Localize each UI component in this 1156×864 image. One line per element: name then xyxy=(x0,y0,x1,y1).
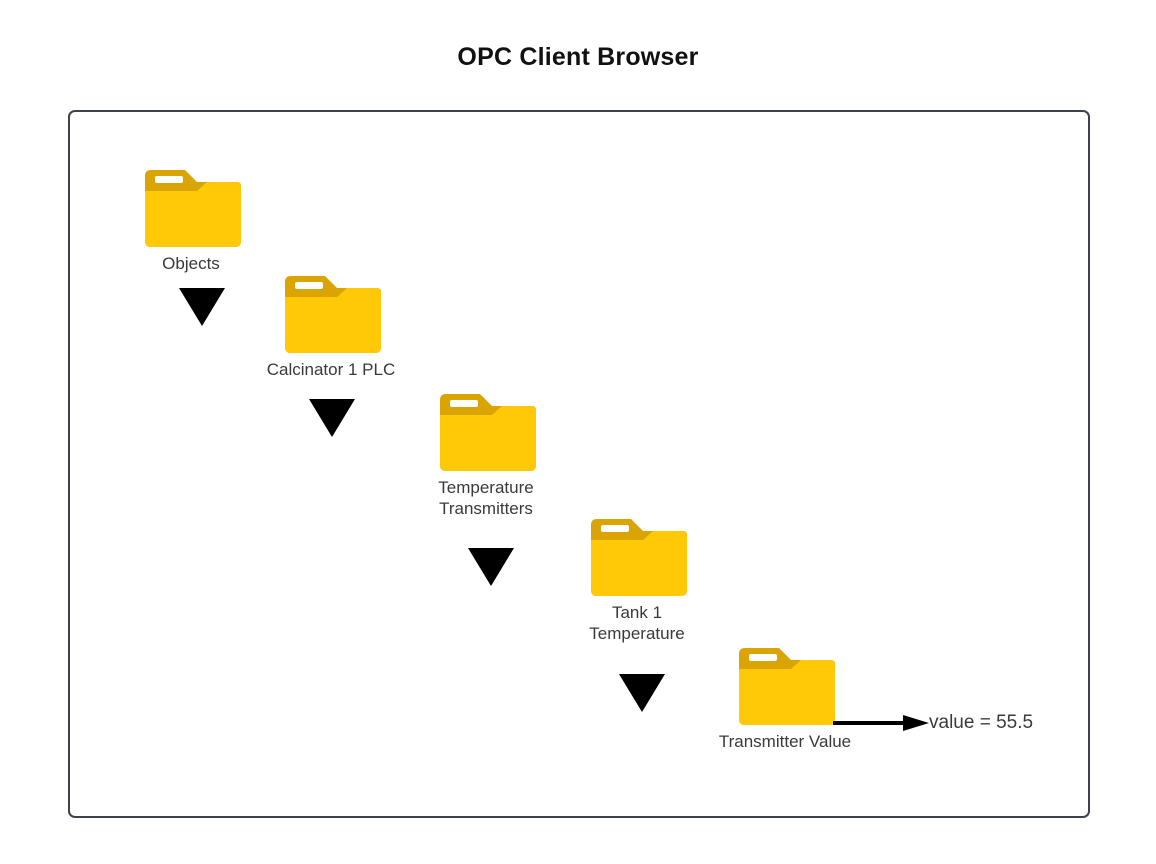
tree-node-label: Temperature Transmitters xyxy=(438,478,534,518)
folder-icon xyxy=(141,166,241,250)
triangle-down-icon xyxy=(468,548,514,586)
tree-node-objects[interactable]: Objects xyxy=(141,166,241,274)
tree-node-label: Objects xyxy=(162,254,220,273)
tree-node-temperature-transmitters[interactable]: Temperature Transmitters xyxy=(436,390,581,519)
diagram-frame: Objects Calcinator 1 PLC Temperature Tra… xyxy=(68,110,1090,818)
tree-node-calcinator-1-plc[interactable]: Calcinator 1 PLC xyxy=(267,272,426,380)
folder-icon xyxy=(587,515,687,599)
value-readout: value = 55.5 xyxy=(929,712,1034,733)
page-title: OPC Client Browser xyxy=(457,43,699,71)
triangle-down-icon xyxy=(619,674,665,712)
arrow-right-icon xyxy=(833,715,929,731)
tree-node-label: Calcinator 1 PLC xyxy=(266,360,396,379)
tree-node-tank-1-temperature[interactable]: Tank 1 Temperature xyxy=(587,515,732,644)
triangle-down-icon xyxy=(179,288,225,326)
tree-node-transmitter-value[interactable]: Transmitter Value xyxy=(719,644,880,752)
folder-icon xyxy=(281,272,381,356)
folder-icon xyxy=(735,644,835,728)
folder-icon xyxy=(436,390,536,474)
tree-node-label: Tank 1 Temperature xyxy=(589,603,685,643)
triangle-down-icon xyxy=(309,399,355,437)
tree-node-label: Transmitter Value xyxy=(718,732,852,751)
